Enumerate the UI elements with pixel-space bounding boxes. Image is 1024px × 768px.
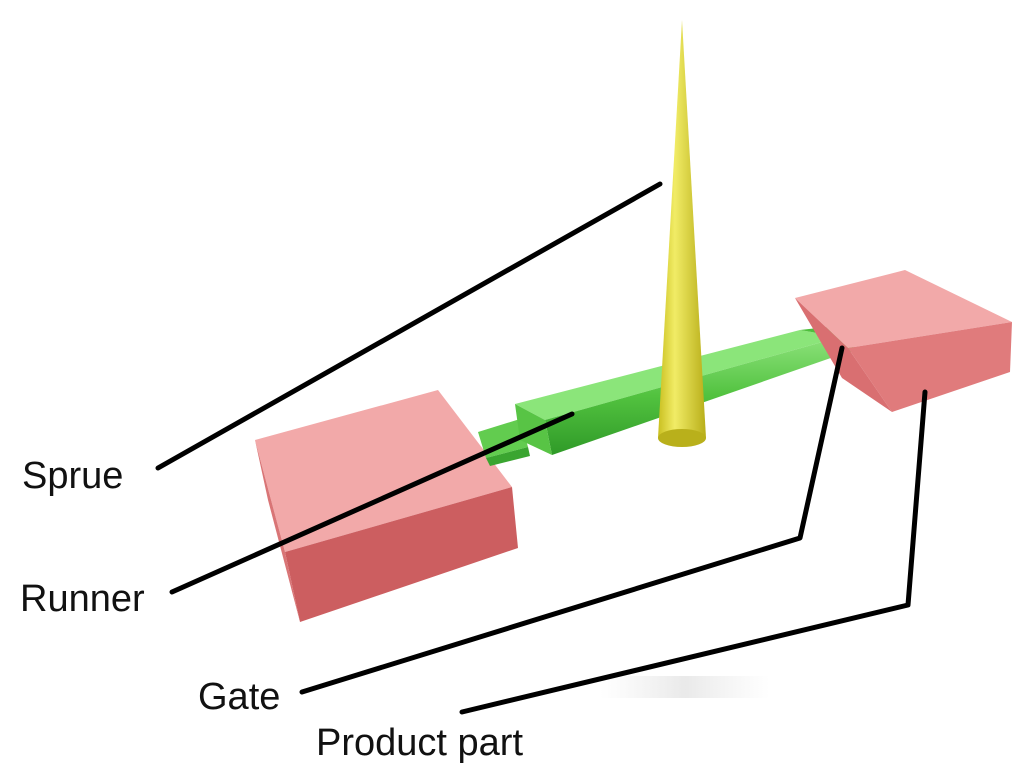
label-sprue: Sprue — [22, 455, 124, 497]
sprue-body — [658, 20, 706, 438]
product-part-right-top — [795, 270, 1012, 348]
label-product-part: Product part — [316, 722, 523, 764]
product-part-right-side — [795, 298, 892, 412]
leader-line-gate — [299, 345, 845, 695]
sprue-cone — [658, 20, 706, 447]
sprue-base — [658, 429, 706, 447]
leader-line-product-part — [459, 389, 928, 715]
leader-line-runner — [169, 411, 575, 595]
product-part-left-top — [255, 390, 512, 552]
label-runner: Runner — [20, 578, 145, 620]
product-part-left-front — [285, 487, 518, 622]
leader-lines — [155, 181, 928, 715]
product-part-left — [255, 390, 518, 622]
floor-shadow — [600, 676, 770, 698]
product-part-right — [795, 270, 1012, 412]
product-part-left-side — [255, 440, 300, 622]
leader-line-sprue — [155, 181, 663, 471]
label-gate: Gate — [198, 676, 281, 718]
product-part-right-front — [848, 322, 1012, 412]
